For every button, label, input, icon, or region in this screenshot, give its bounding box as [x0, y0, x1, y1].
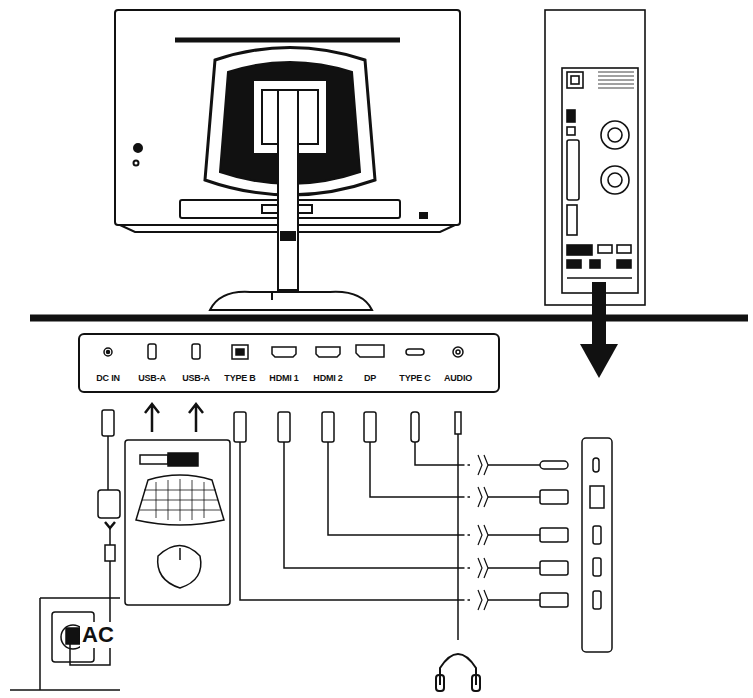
port-icons [104, 344, 463, 359]
cables [234, 412, 568, 640]
pc-tower [545, 10, 645, 305]
power-adapter [70, 410, 120, 665]
port-label: TYPE B [224, 373, 255, 383]
port-label: HDMI 1 [269, 373, 298, 383]
port-label: DP [364, 373, 376, 383]
port-label: DC IN [96, 373, 120, 383]
port-label: AUDIO [444, 373, 472, 383]
port-label: USB-A [182, 373, 210, 383]
headphones [436, 654, 480, 691]
port-label: TYPE C [399, 373, 430, 383]
port-panel: DC IN USB-A USB-A TYPE B HDMI 1 HDMI 2 DP TYPE … [78, 333, 500, 393]
pc-port-panel [582, 438, 612, 652]
monitor-rear [115, 10, 460, 310]
port-label: HDMI 2 [313, 373, 342, 383]
usb-devices [125, 440, 230, 605]
port-label: USB-A [138, 373, 166, 383]
ac-label: AC [80, 622, 116, 648]
wall-outlet [10, 598, 120, 690]
